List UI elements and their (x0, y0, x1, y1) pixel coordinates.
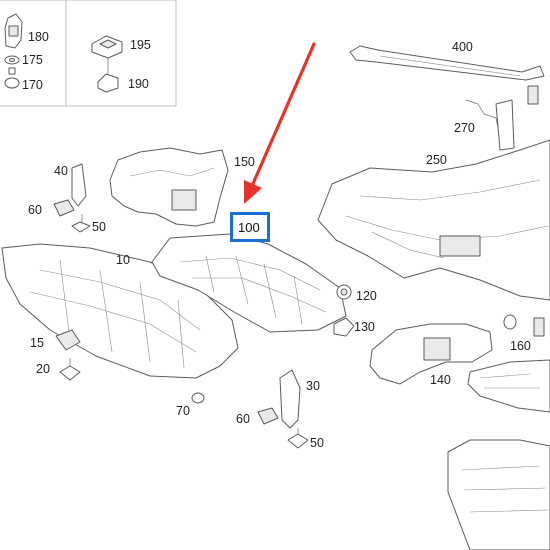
rear-underbody-panel (467, 359, 550, 413)
part-175-washer (4, 55, 20, 65)
callout-160: 160 (510, 339, 531, 353)
part-15-clip (55, 329, 81, 351)
callout-30: 30 (306, 379, 320, 393)
callout-140: 140 (430, 373, 451, 387)
part-400-bar (349, 45, 545, 81)
callout-60-right: 60 (236, 412, 250, 426)
callout-15: 15 (30, 336, 44, 350)
part-160-washer (503, 314, 545, 337)
part-20-screw (59, 358, 81, 381)
part-60-clip-left (53, 199, 75, 217)
part-250-panel (317, 139, 550, 301)
callout-40: 40 (54, 164, 68, 178)
callout-170: 170 (22, 78, 43, 92)
callout-50-left: 50 (92, 220, 106, 234)
callout-270: 270 (454, 121, 475, 135)
part-50-screw-right (287, 428, 309, 449)
part-195-clip (91, 35, 123, 59)
callout-10: 10 (116, 253, 130, 267)
callout-100: 100 (238, 220, 260, 235)
callout-50-right: 50 (310, 436, 324, 450)
callout-130: 130 (354, 320, 375, 334)
part-190-bolt (97, 58, 119, 93)
part-140-shield (369, 323, 493, 385)
callout-60-left: 60 (28, 203, 42, 217)
part-150-shield (109, 147, 229, 227)
callout-70: 70 (176, 404, 190, 418)
callout-150: 150 (234, 155, 255, 169)
part-180-clip (4, 13, 23, 49)
part-50-screw-left (71, 214, 91, 233)
pointer-arrow (244, 42, 316, 204)
callout-190: 190 (128, 77, 149, 91)
callout-250: 250 (426, 153, 447, 167)
part-270-bracket (465, 85, 539, 151)
inset-frame (0, 0, 177, 107)
callout-180: 180 (28, 30, 49, 44)
callout-120: 120 (356, 289, 377, 303)
callout-175: 175 (22, 53, 43, 67)
highlight-box-100 (230, 212, 270, 242)
part-70-fastener (191, 392, 205, 404)
callout-20: 20 (36, 362, 50, 376)
part-130-nut (333, 317, 355, 337)
callout-195: 195 (130, 38, 151, 52)
part-120-nut (336, 284, 352, 300)
part-60-clip-right (257, 407, 279, 425)
part-40-bracket (71, 163, 87, 207)
rear-lower-panel (447, 439, 550, 550)
part-30-bracket (279, 369, 301, 429)
part-170-screw (4, 67, 20, 89)
callout-400: 400 (452, 40, 473, 54)
